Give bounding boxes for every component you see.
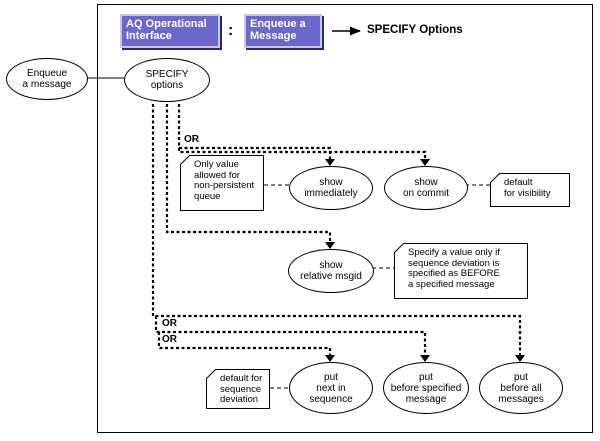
path-show-immediately	[177, 104, 332, 160]
pill-line: Interface	[126, 30, 172, 42]
specify-node: SPECIFY options	[124, 58, 210, 102]
path-put-before-all	[151, 104, 522, 356]
step-title: SPECIFY Options	[367, 24, 463, 36]
aq-interface-pill: AQ Operational Interface	[120, 14, 220, 48]
node-line: before specified	[390, 382, 462, 394]
node-line: messages	[498, 393, 544, 405]
node-line: put	[419, 371, 433, 383]
show-immediately-node: show immediately	[289, 166, 373, 210]
node-line: show	[319, 260, 343, 271]
node-line: show	[414, 177, 438, 188]
note-line: deviation	[220, 394, 259, 405]
node-line: options	[150, 80, 184, 91]
path-show-on-commit	[177, 148, 427, 160]
note-line: non-persistent	[194, 180, 255, 191]
note-line: queue	[194, 190, 221, 202]
header-separator: :	[228, 22, 234, 39]
note-fold-icon	[394, 243, 404, 253]
node-line: sequence	[309, 393, 353, 405]
node-line: put	[514, 371, 528, 383]
note-line: default for	[220, 373, 263, 384]
put-before-specified-node: put before specified message	[383, 362, 469, 414]
put-next-node: put next in sequence	[289, 362, 373, 414]
note-fold-icon	[180, 155, 190, 165]
put-before-all-node: put before all messages	[479, 362, 563, 414]
node-line: SPECIFY	[145, 69, 189, 80]
pill-line: Enqueue a	[250, 18, 306, 30]
note-line: default	[504, 177, 533, 188]
diagram-frame	[97, 4, 593, 433]
node-line: put	[324, 371, 338, 383]
pill-line: AQ Operational	[126, 18, 207, 30]
show-relative-msgid-node: show relative msgid	[288, 249, 374, 293]
note-line: Only value	[194, 159, 239, 170]
node-line: relative msgid	[300, 271, 362, 282]
note-default-visibility: default for visibility	[490, 173, 570, 207]
note-line: Specify a value only if	[408, 247, 500, 258]
pill-line: Message	[250, 30, 297, 42]
show-on-commit-node: show on commit	[384, 166, 468, 210]
note-line: allowed for	[194, 169, 240, 181]
node-line: before all	[500, 382, 542, 394]
path-put-next	[157, 332, 332, 356]
note-line: sequence deviation is	[408, 257, 500, 269]
note-default-sequence: default for sequence deviation	[206, 369, 270, 409]
path-put-before-specified	[154, 316, 427, 356]
note-non-persistent: Only value allowed for non-persistent qu…	[180, 155, 264, 211]
note-line: sequence	[220, 383, 262, 395]
or-label: OR	[184, 134, 199, 145]
path-show-relative	[165, 104, 332, 243]
node-line: on commit	[402, 188, 450, 199]
node-line: a message	[22, 79, 72, 90]
note-line: for visibility	[504, 187, 551, 199]
or-label: OR	[162, 318, 177, 329]
node-line: Enqueue	[26, 68, 68, 79]
node-line: show	[319, 177, 343, 188]
enqueue-message-pill: Enqueue a Message	[244, 14, 322, 48]
node-line: immediately	[304, 188, 358, 199]
note-line: a specified message	[408, 278, 495, 290]
note-fold-icon	[206, 369, 216, 379]
or-label: OR	[162, 334, 177, 345]
enqueue-node: Enqueue a message	[6, 58, 88, 100]
note-fold-icon	[490, 173, 500, 183]
note-sequence-deviation: Specify a value only if sequence deviati…	[394, 243, 528, 299]
node-line: next in	[316, 382, 346, 394]
node-line: message	[405, 393, 447, 405]
note-line: specified as BEFORE	[408, 268, 500, 279]
